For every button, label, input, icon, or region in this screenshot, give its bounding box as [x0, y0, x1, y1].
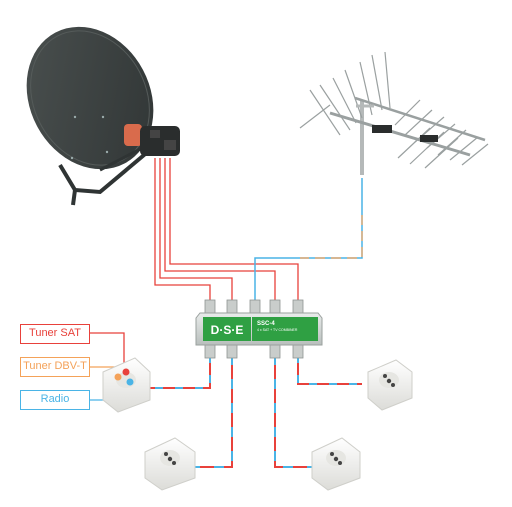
splitter-subtitle: 4 x SAT + TV COMBINER: [257, 328, 298, 332]
legend-tuner-sat: Tuner SAT: [20, 324, 90, 344]
wall-socket-icon: [144, 437, 196, 491]
sat-cables: [154, 158, 299, 310]
legend-label: Tuner SAT: [29, 327, 81, 339]
legend-tuner-dbvt: Tuner DBV-T: [20, 357, 90, 377]
yagi-antenna-icon: [299, 51, 489, 175]
satellite-dish-icon: [26, 26, 154, 206]
lnb-icon: [124, 124, 180, 156]
splitter-brand: D·S·E: [211, 323, 244, 337]
wall-socket-icon: [367, 359, 413, 411]
legend-radio: Radio: [20, 390, 90, 410]
wall-socket-icon: [102, 357, 151, 413]
legend-label: Radio: [40, 393, 70, 405]
terrestrial-cable: [254, 178, 363, 310]
output-cables: [148, 355, 362, 468]
legend-label: Tuner DBV-T: [23, 360, 87, 372]
splitter-model: SSC-4: [257, 321, 275, 327]
splitter-combiner: D·S·E SSC-4 4 x SAT + TV COMBINER: [195, 299, 323, 359]
wall-socket-icon: [311, 437, 361, 491]
